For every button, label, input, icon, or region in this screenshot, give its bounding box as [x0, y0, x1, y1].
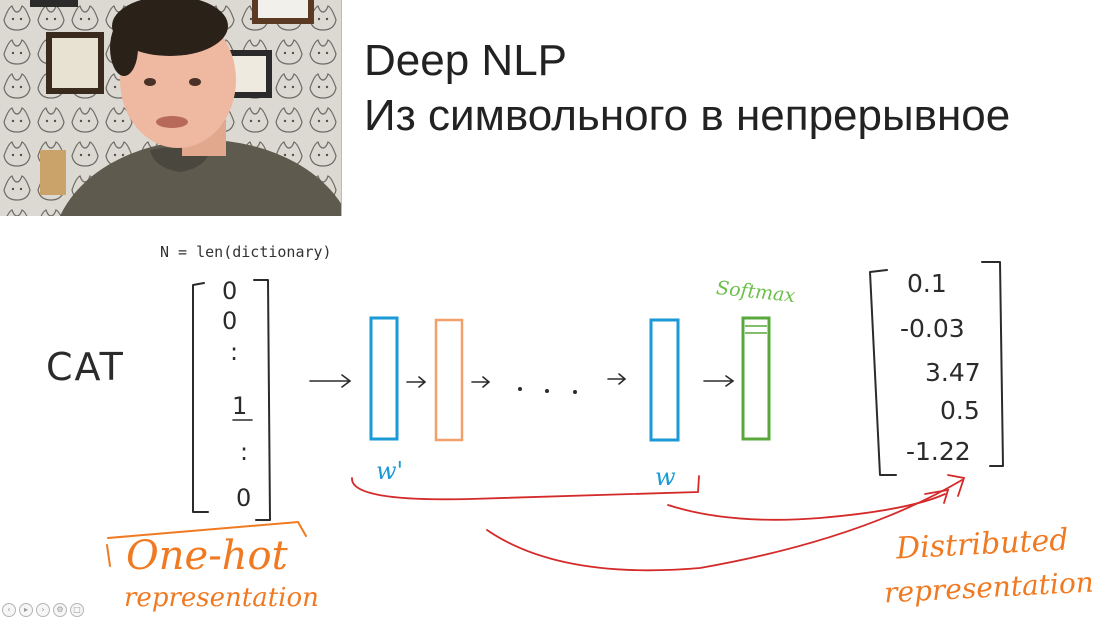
hidden-layer-n	[649, 318, 680, 442]
one-hot-entry-active: 1	[232, 392, 248, 420]
one-hot-representation-label: representation	[124, 583, 319, 613]
presenter-webcam	[0, 0, 342, 216]
ellipsis-dot	[545, 389, 549, 393]
fullscreen-icon[interactable]: □	[70, 603, 84, 617]
play-icon[interactable]: ▸	[19, 603, 33, 617]
arrow-icon	[703, 375, 735, 387]
one-hot-brace	[107, 520, 307, 539]
dictionary-size-formula: N = len(dictionary)	[160, 243, 332, 261]
softmax-layer-marks	[745, 325, 767, 334]
softmax-layer	[741, 316, 771, 441]
arrow-icon	[406, 376, 427, 388]
prev-icon[interactable]: ‹	[2, 603, 16, 617]
first-weight-label: w'	[376, 457, 404, 485]
presenter-video-frame	[0, 0, 341, 216]
settings-icon[interactable]: ⚙	[53, 603, 67, 617]
one-hot-left-bracket	[192, 282, 209, 513]
arrow-icon	[607, 373, 627, 385]
one-hot-entry: 0	[222, 277, 238, 305]
ellipsis-dot	[518, 387, 522, 391]
weight-link-arrowhead	[924, 488, 950, 504]
dense-vector-value: -0.03	[900, 314, 965, 343]
arrow-icon	[309, 374, 352, 388]
one-hot-entry: 0	[222, 307, 238, 335]
slide-player-controls: ‹ ▸ › ⚙ □	[2, 603, 84, 617]
dense-vector-value: 0.5	[940, 396, 980, 425]
one-hot-ellipsis: :	[240, 438, 249, 466]
one-hot-label: One-hot	[126, 533, 288, 579]
slide-title: Deep NLP	[364, 36, 568, 85]
dense-vector-value: 3.47	[925, 358, 981, 387]
dense-vector-value: -1.22	[906, 437, 971, 466]
second-weight-label: w	[655, 463, 676, 491]
one-hot-entry: 0	[236, 484, 252, 512]
weight-link-bracket	[351, 475, 700, 501]
distributed-link-curve	[486, 479, 963, 572]
weight-link-curve	[667, 493, 946, 521]
arrow-icon	[471, 376, 491, 388]
one-hot-right-bracket	[253, 279, 271, 521]
next-icon[interactable]: ›	[36, 603, 50, 617]
dense-right-bracket	[981, 261, 1004, 467]
hidden-layer-2	[434, 318, 464, 442]
dense-left-bracket	[869, 269, 897, 476]
one-hot-brace-tick	[106, 544, 111, 567]
slide-subtitle: Из символьного в непрерывное	[364, 91, 1011, 140]
ellipsis-dot	[573, 390, 577, 394]
distributed-label: Distributed	[895, 522, 1070, 567]
dense-vector-value: 0.1	[907, 269, 947, 298]
input-word: CAT	[46, 345, 125, 389]
distributed-link-arrowhead	[947, 474, 966, 497]
one-hot-ellipsis: :	[230, 338, 239, 366]
hidden-layer-1	[369, 316, 399, 441]
